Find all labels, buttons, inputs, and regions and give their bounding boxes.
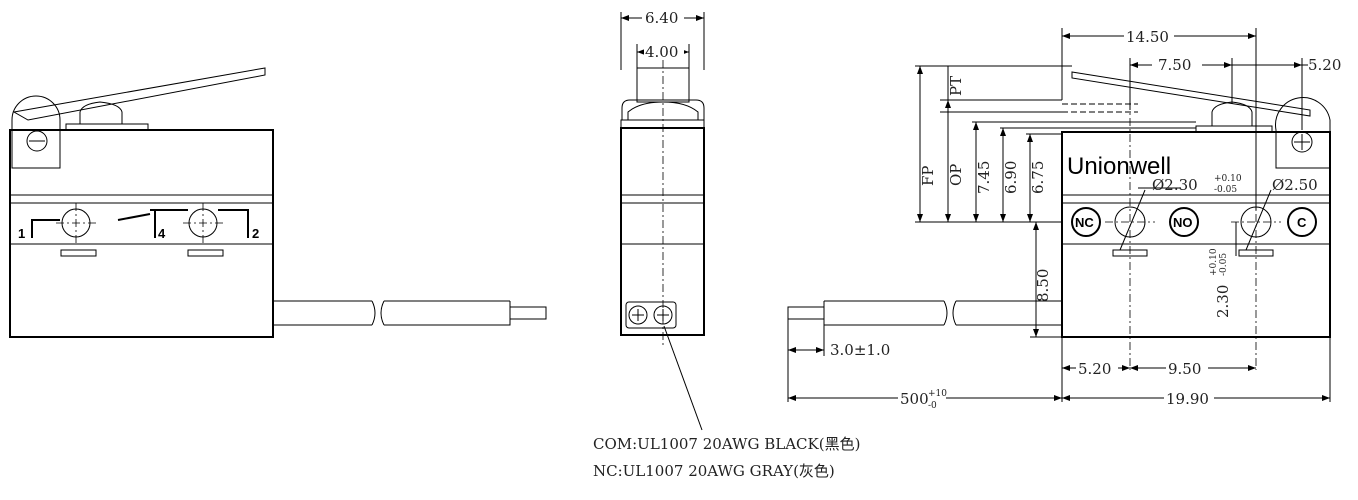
terminal-2-label: 2 <box>252 226 259 241</box>
dim-hole-2-50: Ø2.50 <box>1272 176 1318 194</box>
dim-6-90: 6.90 <box>1002 161 1020 194</box>
dim-cable-tol-up: +10 <box>928 389 947 399</box>
switch-body-side <box>620 127 705 336</box>
pin-nc-label: NC <box>1075 215 1094 230</box>
dim-8-50: 8.50 <box>1034 269 1052 302</box>
right-front-view: Unionwell NC NO C <box>787 27 1341 411</box>
dim-2-30-tol-dn: -0.05 <box>1219 253 1229 276</box>
brand-logo: Unionwell <box>1067 153 1171 180</box>
dim-5-20-bottom: 5.20 <box>1078 360 1111 378</box>
dim-7-50: 7.50 <box>1158 56 1191 74</box>
left-front-view: 1 4 2 <box>9 67 547 338</box>
wire-end-icon <box>628 305 648 325</box>
switch-body-left <box>9 129 274 338</box>
pin-c-label: C <box>1297 215 1307 230</box>
dim-19-90: 19.90 <box>1166 390 1209 408</box>
dim-7-45: 7.45 <box>975 161 993 194</box>
dim-hole-2-30-tol-up: +0.10 <box>1214 174 1242 184</box>
middle-side-view: 6.40 4.00 <box>620 8 705 431</box>
dim-cable-tol-dn: -0 <box>928 401 937 411</box>
dim-5-20-top: 5.20 <box>1308 56 1341 74</box>
dim-4-00: 4.00 <box>645 43 678 61</box>
dim-6-40: 6.40 <box>645 9 678 27</box>
terminal-1-label: 1 <box>18 226 25 241</box>
dim-hole-2-30-tol-dn: -0.05 <box>1214 185 1237 195</box>
dim-strip-3-0: 3.0±1.0 <box>830 341 890 359</box>
dim-pt: PT <box>947 76 965 96</box>
wire-end-icon <box>653 305 673 325</box>
terminal-4-label: 4 <box>158 226 166 241</box>
dim-hole-2-30: Ø2.30 <box>1152 176 1198 194</box>
note-com-wire: COM:UL1007 20AWG BLACK(黑色) <box>593 435 860 453</box>
dim-6-75: 6.75 <box>1029 161 1047 194</box>
dim-op: OP <box>947 164 965 186</box>
dim-14-50: 14.50 <box>1126 28 1169 46</box>
dim-2-30-tol-up: +0.10 <box>1209 248 1219 276</box>
pin-no-label: NO <box>1173 215 1193 230</box>
note-nc-wire: NC:UL1007 20AWG GRAY(灰色) <box>593 462 835 480</box>
dim-9-50: 9.50 <box>1168 360 1201 378</box>
dim-cable-500: 500 <box>900 390 929 408</box>
dim-fp: FP <box>919 165 937 186</box>
dim-2-30: 2.30 <box>1214 285 1232 318</box>
